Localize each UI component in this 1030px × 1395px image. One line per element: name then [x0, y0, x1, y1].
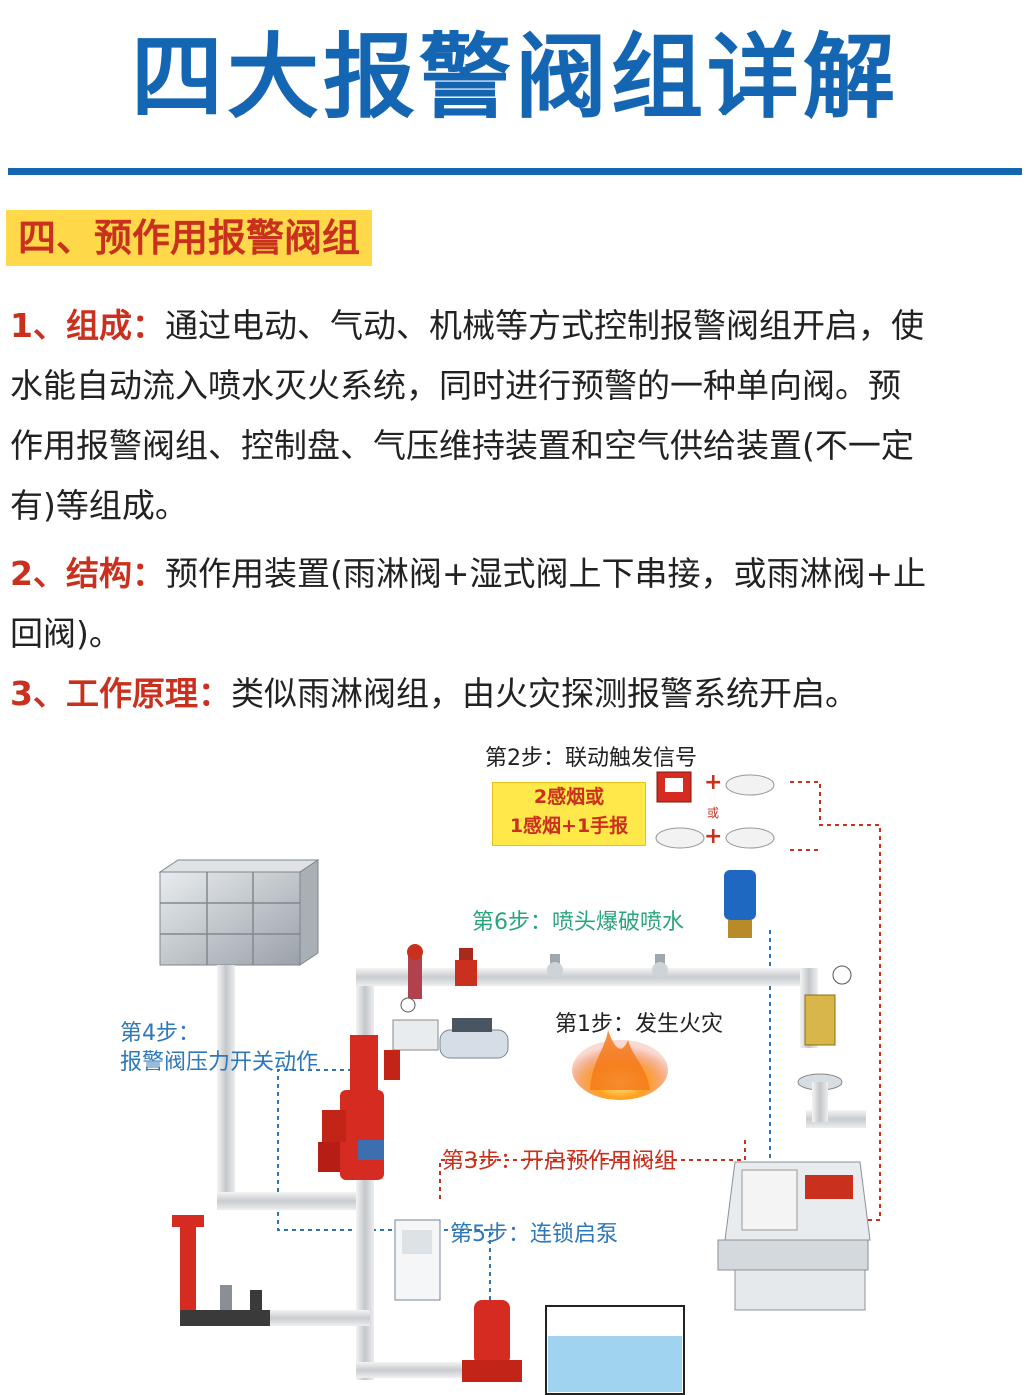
fire-illustration — [572, 1030, 668, 1100]
detectors — [655, 771, 775, 849]
fire-pump — [462, 1300, 522, 1382]
plus-sign: + — [704, 770, 723, 795]
step-1-label: 第1步：发生火灾 — [555, 1012, 723, 1037]
step-3-label: 第3步：开启预作用阀组 — [442, 1149, 676, 1174]
paragraph-line: 作用报警阀组、控制盘、气压维持装置和空气供给装置(不一定 — [10, 426, 914, 465]
step-6-label: 第6步：喷头爆破喷水 — [472, 910, 684, 935]
paragraph-lead: 1、组成： — [10, 306, 165, 345]
or-sign: 或 — [707, 806, 720, 820]
paragraph-line: 水能自动流入喷水灭火系统，同时进行预警的一种单向阀。预 — [10, 366, 901, 405]
paragraph-line: 2、结构：预作用装置(雨淋阀+湿式阀上下串接，或雨淋阀+止 — [10, 544, 1020, 604]
paragraph-lead: 2、结构： — [10, 554, 165, 593]
air-compressor — [392, 997, 509, 1059]
flow-indicator — [724, 870, 756, 938]
paragraph-line: 有)等组成。 — [10, 486, 188, 525]
paragraph-line: 1、组成：通过电动、气动、机械等方式控制报警阀组开启，使 — [10, 296, 1020, 356]
step-4-label-line1: 第4步： — [120, 1021, 200, 1046]
step-4-label-line2: 报警阀压力开关动作 — [120, 1050, 319, 1075]
section-heading: 四、预作用报警阀组 — [6, 210, 373, 266]
step-5-label: 第5步：连锁启泵 — [450, 1222, 618, 1247]
paragraph-line: 3、工作原理：类似雨淋阀组，由火灾探测报警系统开启。 — [10, 664, 1020, 724]
diagram-illustration — [158, 771, 881, 1395]
detector-note-line: 1感烟+1手报 — [509, 815, 629, 837]
preaction-valve-group — [318, 1035, 400, 1180]
water-tank-illustration — [158, 859, 320, 966]
water-pool — [545, 1305, 685, 1395]
system-diagram: 第2步：联动触发信号 2感烟或 1感烟+1手报 + 或 + 第6步：喷头爆破喷水… — [0, 730, 1030, 1395]
plus-sign: + — [704, 824, 723, 849]
sprinkler-heads — [547, 954, 668, 978]
paragraph-lead: 3、工作原理： — [10, 674, 231, 713]
detector-note-box: 2感烟或 1感烟+1手报 — [492, 782, 646, 846]
end-test-device — [797, 965, 852, 1122]
paragraph-text: 通过电动、气动、机械等方式控制报警阀组开启，使 — [164, 306, 924, 345]
top-valves — [407, 944, 477, 999]
paragraph-structure: 2、结构：预作用装置(雨淋阀+湿式阀上下串接，或雨淋阀+止 回阀)。 — [10, 544, 1020, 664]
paragraph-composition: 1、组成：通过电动、气动、机械等方式控制报警阀组开启，使 水能自动流入喷水灭火系… — [10, 296, 1020, 536]
page-title: 四大报警阀组详解 — [130, 24, 899, 131]
detector-note-line: 2感烟或 — [533, 786, 605, 808]
paragraph-principle: 3、工作原理：类似雨淋阀组，由火灾探测报警系统开启。 — [10, 664, 1020, 724]
fire-alarm-control-panel — [717, 1161, 871, 1311]
step-2-label: 第2步：联动触发信号 — [485, 746, 697, 771]
pump-control-cabinet — [394, 1219, 441, 1301]
paragraph-text: 预作用装置(雨淋阀+湿式阀上下串接，或雨淋阀+止 — [164, 554, 927, 593]
title-divider — [8, 168, 1022, 175]
pump-adapter — [172, 1215, 270, 1326]
paragraph-line: 回阀)。 — [10, 614, 122, 653]
paragraph-text: 类似雨淋阀组，由火灾探测报警系统开启。 — [230, 674, 858, 713]
